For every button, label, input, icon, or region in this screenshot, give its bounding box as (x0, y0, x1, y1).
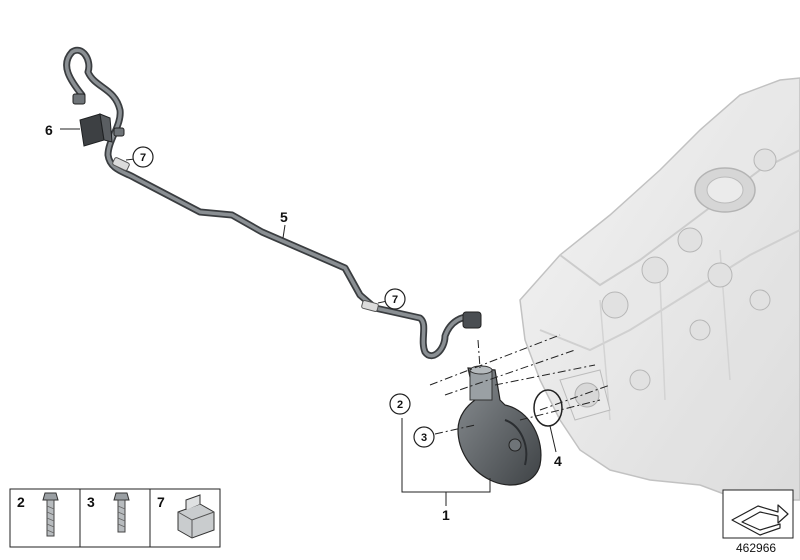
clip-icon (177, 494, 215, 539)
bolt-icon (42, 492, 59, 537)
callout-7-upper-label: 7 (140, 152, 146, 164)
callout-2: 2 (389, 393, 411, 415)
callout-2-label: 2 (397, 399, 403, 411)
callout-1: 1 (442, 507, 450, 523)
document-number: 462966 (736, 541, 777, 555)
orientation-symbol (722, 489, 794, 539)
callout-5: 5 (280, 209, 288, 225)
hose-holder (79, 113, 113, 147)
arrow-icon (731, 504, 789, 536)
callout-6: 6 (45, 122, 53, 138)
callout-7-lower-label: 7 (392, 294, 398, 306)
legend-label-7: 7 (157, 494, 165, 510)
bolt-icon (113, 492, 130, 533)
assembly-lines (429, 334, 611, 435)
callout-7-lower: 7 (384, 288, 406, 310)
legend-label-3: 3 (87, 494, 95, 510)
legend-label-2: 2 (17, 494, 25, 510)
engine-block (519, 77, 800, 501)
callout-4: 4 (554, 453, 562, 469)
callout-7-upper: 7 (132, 146, 154, 168)
callout-1-bracket (401, 418, 491, 506)
callout-3: 3 (413, 426, 435, 448)
parts-legend: 2 3 7 (9, 488, 221, 548)
vacuum-line (63, 46, 482, 360)
callout-3-label: 3 (421, 432, 427, 444)
o-ring (533, 389, 563, 427)
